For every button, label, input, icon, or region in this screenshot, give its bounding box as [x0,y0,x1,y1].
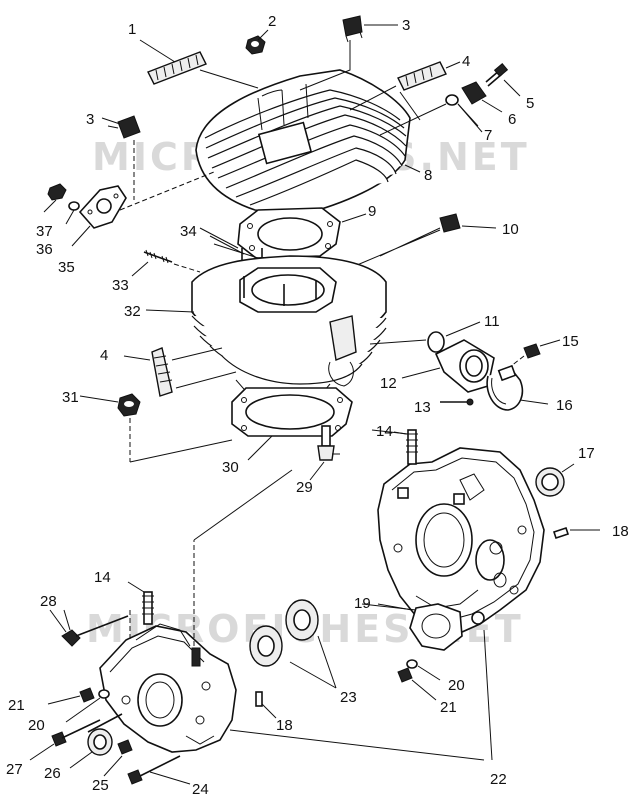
label-18-left: 18 [276,717,293,734]
part-2-nut [245,35,266,55]
part-35-gasket [71,171,215,247]
label-26: 26 [44,765,61,782]
part-20-washer-left [65,689,110,723]
label-9: 9 [368,203,376,220]
crankcase-right [377,447,545,761]
label-33: 33 [112,277,129,294]
label-12: 12 [380,375,397,392]
part-3-damper-top [299,15,398,91]
part-6-plug [461,81,503,113]
label-5: 5 [526,95,534,112]
part-10-damper [349,213,497,269]
label-30: 30 [222,459,239,476]
label-23: 23 [340,689,357,706]
part-28-bolt [49,609,129,647]
label-18-right: 18 [612,523,629,540]
label-35: 35 [58,259,75,276]
part-16-clamp [486,364,549,411]
label-8: 8 [424,167,432,184]
label-2: 2 [268,13,276,30]
part-4-strip-lower [123,347,237,397]
label-10: 10 [502,221,519,238]
part-12-intake-boot [401,339,495,393]
label-21-right: 21 [440,699,457,716]
part-18-dowel-right [552,526,600,540]
label-4-top: 4 [462,53,470,70]
label-36: 36 [36,241,53,258]
label-7: 7 [484,127,492,144]
part-25-bolt [103,739,133,777]
part-14-stud-lower [127,581,201,667]
label-34: 34 [180,223,197,240]
label-4-lower: 4 [100,347,108,364]
part-23-bearings [249,599,337,689]
part-20-washer-right [406,659,441,681]
part-15-screw [505,339,561,371]
label-20-right: 20 [448,677,465,694]
part-31-nut [79,393,141,462]
part-30-base-gasket [231,387,353,461]
crankcase-left [99,623,485,761]
label-3-left: 3 [86,111,94,128]
part-26-seal [69,728,113,769]
label-21-left: 21 [8,697,25,714]
part-36-washer [65,201,80,225]
label-11: 11 [484,313,500,330]
part-9-head-gasket [237,207,367,259]
part-21-bolt-left [47,687,95,705]
part-37-nut [43,183,67,213]
leader-lines [63,29,483,631]
label-37: 37 [36,223,53,240]
label-22: 22 [490,771,507,788]
callout-labels: 1 2 3 4 5 6 7 3 8 9 10 37 36 35 34 33 32… [6,13,629,798]
label-15: 15 [562,333,579,350]
label-27: 27 [6,761,23,778]
label-20-left: 20 [28,717,45,734]
part-3-damper-left [101,115,141,200]
label-24: 24 [192,781,209,798]
label-25: 25 [92,777,109,794]
part-27-bolt [29,719,101,761]
label-16: 16 [556,397,573,414]
part-18-dowel-left [255,691,277,719]
label-32: 32 [124,303,141,320]
part-17-seal [535,463,575,497]
part-11-oring [369,321,481,353]
label-6: 6 [508,111,516,128]
label-29: 29 [296,479,313,496]
part-24-bolt [127,755,191,785]
part-1-fin-strip [139,39,259,89]
label-17: 17 [578,445,595,462]
part-14-stud-upper [393,429,418,465]
label-31: 31 [62,389,79,406]
label-14-lower: 14 [94,569,111,586]
part-21-bolt-right [397,667,437,701]
label-13: 13 [414,399,431,416]
part-29-fitting [309,425,340,481]
label-19: 19 [354,595,371,612]
part-33-stud [131,249,201,277]
cylinder-head [195,69,411,216]
cylinder-block [145,255,387,397]
label-1: 1 [128,21,136,38]
label-28: 28 [40,593,57,610]
label-3-top: 3 [402,17,410,34]
part-13-screw [440,398,474,406]
part-5-bolt [485,63,521,97]
part-4-strip-upper [349,61,461,121]
